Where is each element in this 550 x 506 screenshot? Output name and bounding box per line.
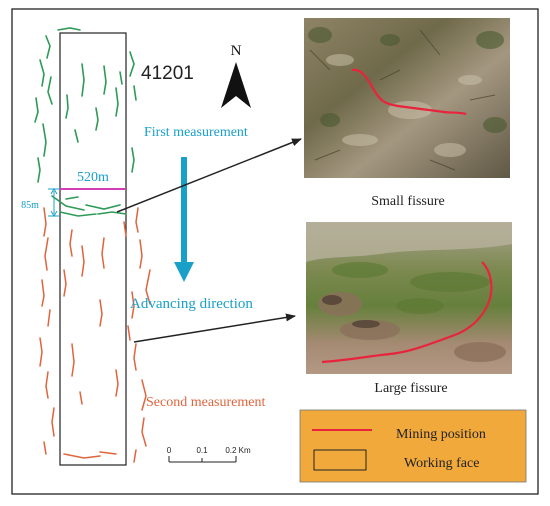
pointer-arrow-large <box>133 313 296 343</box>
legend-label-mining-position: Mining position <box>396 427 486 442</box>
north-arrow-icon <box>221 62 251 108</box>
small-fissure-photo <box>304 18 510 178</box>
panel-id-label: 41201 <box>141 63 194 84</box>
scale-tick-2: 0.2 Km <box>225 446 251 455</box>
legend: Mining position Working face <box>299 409 527 483</box>
red-fissures <box>39 207 151 463</box>
legend-box <box>299 409 527 483</box>
first-measurement-label: First measurement <box>144 125 248 140</box>
scale-tick-1: 0.1 <box>196 446 208 455</box>
scale-tick-0: 0 <box>167 446 172 455</box>
large-fissure-caption: Large fissure <box>374 381 447 396</box>
large-fissure-trace <box>321 261 493 364</box>
working-face-rect <box>59 32 127 466</box>
small-fissure-trace <box>351 68 467 116</box>
small-fissure-caption: Small fissure <box>371 194 445 209</box>
legend-rectangle-symbol <box>313 449 367 471</box>
large-fissure-photo <box>306 222 512 374</box>
advancing-direction-label: Advancing direction <box>130 296 253 312</box>
offset-dimension <box>48 188 60 217</box>
legend-label-working-face: Working face <box>404 456 479 471</box>
advancing-direction-arrow-icon <box>174 157 194 282</box>
pointer-arrow-small <box>116 138 302 213</box>
north-label: N <box>231 43 242 59</box>
offset-label: 85m <box>21 200 39 211</box>
scale-bar <box>168 456 237 463</box>
green-fissures <box>34 27 137 217</box>
second-measurement-label: Second measurement <box>146 395 265 410</box>
width-label: 520m <box>77 170 109 185</box>
